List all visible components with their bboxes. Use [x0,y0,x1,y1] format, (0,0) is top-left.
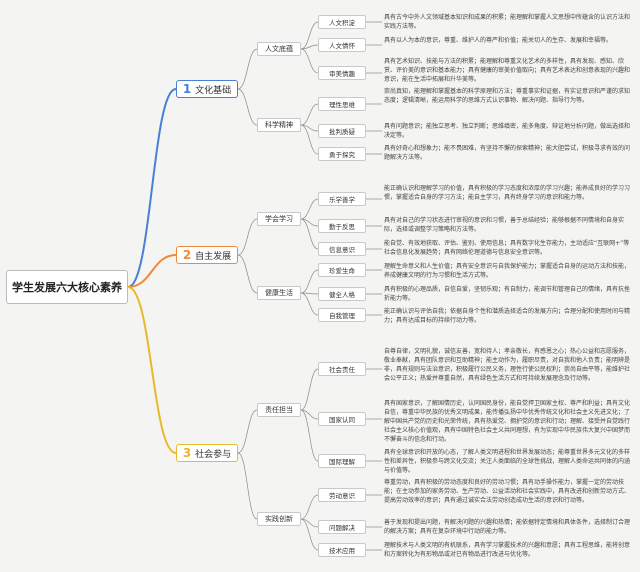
item-information-awareness: 信息意识 [318,242,366,256]
description: 能正确认识和理解学习的价值，具有积极的学习态度和浓厚的学习兴趣；能养成良好的学习… [384,185,631,201]
group-number: 3 [182,446,192,460]
item-critical-questioning: 批判质疑 [318,124,366,138]
group-label: 自主发展 [195,251,232,262]
item-branch-line [300,518,319,551]
group-cultural-foundation: 1 文化基础 [176,80,238,98]
item-national-identity: 国家认同 [318,412,366,426]
description: 具有国家意识，了解国情历史，认同国民身份，能自觉捍卫国家主权、尊严和利益；具有文… [384,400,631,443]
item-aesthetic-taste: 审美情趣 [318,66,366,80]
item-branch-line [300,21,319,50]
group-label: 文化基础 [195,85,232,96]
description: 具有艺术知识、技能与方法的积累；能理解和尊重文化艺术的多样性，具有发现、感知、欣… [384,58,631,83]
description: 尊重劳动，具有积极的劳动态度和良好的劳动习惯；具有动手操作能力，掌握一定的劳动技… [384,479,631,504]
aspect-branch-line [237,254,258,294]
item-enjoy-learning: 乐学善学 [318,192,366,206]
root-topic: 学生发展六大核心素养 [6,270,128,304]
description: 崇尚真知，能理解和掌握基本的科学原理和方法；尊重事实和证据，有实证意识和严谨的求… [384,88,631,104]
aspect-scientific-spirit: 科学精神 [257,118,301,132]
description: 具有积极的心理品质，自信自爱，坚韧乐观；有自制力，能调节和管理自己的情绪，具有抗… [384,286,631,302]
item-social-responsibility: 社会责任 [318,362,366,376]
item-cherish-life: 珍爱生命 [318,263,366,277]
root-branch-line [127,286,177,454]
aspect-branch-line [237,218,258,256]
item-sound-personality: 健全人格 [318,287,366,301]
item-branch-line [300,124,319,155]
description: 具有对自己的学习状态进行审视的意识和习惯，善于总结经验；能够根据不同情境和自身实… [384,217,625,233]
item-branch-line [300,368,319,411]
description: 具有古今中外人文领域基本知识和成果的积累；能理解和掌握人文思想中所蕴含的认识方法… [384,14,631,30]
description: 具有问题意识；能独立思考、独立判断；思维缜密，能多角度、辩证地分析问题，做出选择… [384,123,631,139]
root-branch-line [127,88,177,288]
description: 具有以人为本的意识，尊重、维护人的尊严和价值；能关切人的生存、发展和幸福等。 [384,37,613,44]
item-diligent-reflection: 勤于反思 [318,219,366,233]
description: 具有全球意识和开放的心态，了解人类文明进程和世界发展动态；能尊重世界多元文化的多… [384,449,631,474]
aspect-learning: 学会学习 [257,212,301,226]
aspect-branch-line [237,88,258,126]
description: 具有好奇心和想象力；能不畏困难，有坚持不懈的探索精神；能大胆尝试，积极寻求有效的… [384,145,631,161]
item-branch-line [300,292,319,295]
aspect-branch-line [237,48,258,90]
item-branch-line [300,44,319,50]
item-problem-solving: 问题解决 [318,520,366,534]
group-number: 2 [182,248,192,262]
item-branch-line [300,292,319,316]
item-branch-line [300,103,319,126]
description: 能正确认识与评估自我；依据自身个性和潜质选择适合的发展方向；合理分配和使用时间与… [384,308,631,324]
description: 自尊自律，文明礼貌，诚信友善，宽和待人；孝亲敬长，有感恩之心；热心公益和志愿服务… [384,348,631,382]
aspect-branch-line [237,452,258,520]
aspect-practice-innovation: 实践创新 [257,512,301,526]
group-number: 1 [182,82,192,96]
item-branch-line [300,409,319,462]
description: 能自觉、有效地获取、评估、鉴别、使用信息；具有数字化生存能力，主动适应“互联网+… [384,240,630,256]
item-rational-thinking: 理性思维 [318,97,366,111]
item-labor-awareness: 劳动意识 [318,488,366,502]
item-courage-to-explore: 勇于探究 [318,147,366,161]
item-branch-line [300,269,319,294]
item-technology-application: 技术应用 [318,543,366,557]
group-social-participation: 3 社会参与 [176,444,238,462]
group-self-development: 2 自主发展 [176,246,238,264]
item-branch-line [300,494,319,520]
item-humanistic-accumulation: 人文积淀 [318,15,366,29]
aspect-humanities: 人文底蕴 [257,42,301,56]
item-humanistic-feelings: 人文情怀 [318,38,366,52]
item-self-management: 自我管理 [318,308,366,322]
item-international-understanding: 国际理解 [318,454,366,468]
item-branch-line [300,198,319,220]
description: 善于发现和提出问题，有解决问题的兴趣和热情；能依据特定情境和具体条件，选择制订合… [384,519,631,535]
description: 理解技术与人类文明的有机联系，具有学习掌握技术的兴趣和意愿；具有工程思维，能将创… [384,542,631,558]
item-branch-line [300,48,319,74]
group-label: 社会参与 [195,449,232,460]
root-branch-line [127,254,177,288]
item-branch-line [300,218,319,250]
aspect-healthy-living: 健康生活 [257,286,301,300]
aspect-branch-line [237,409,258,454]
item-branch-line [300,409,319,420]
aspect-responsibility: 责任担当 [257,403,301,417]
description: 理解生命意义和人生价值；具有安全意识与自我保护能力；掌握适合自身的运动方法和技能… [384,263,631,279]
